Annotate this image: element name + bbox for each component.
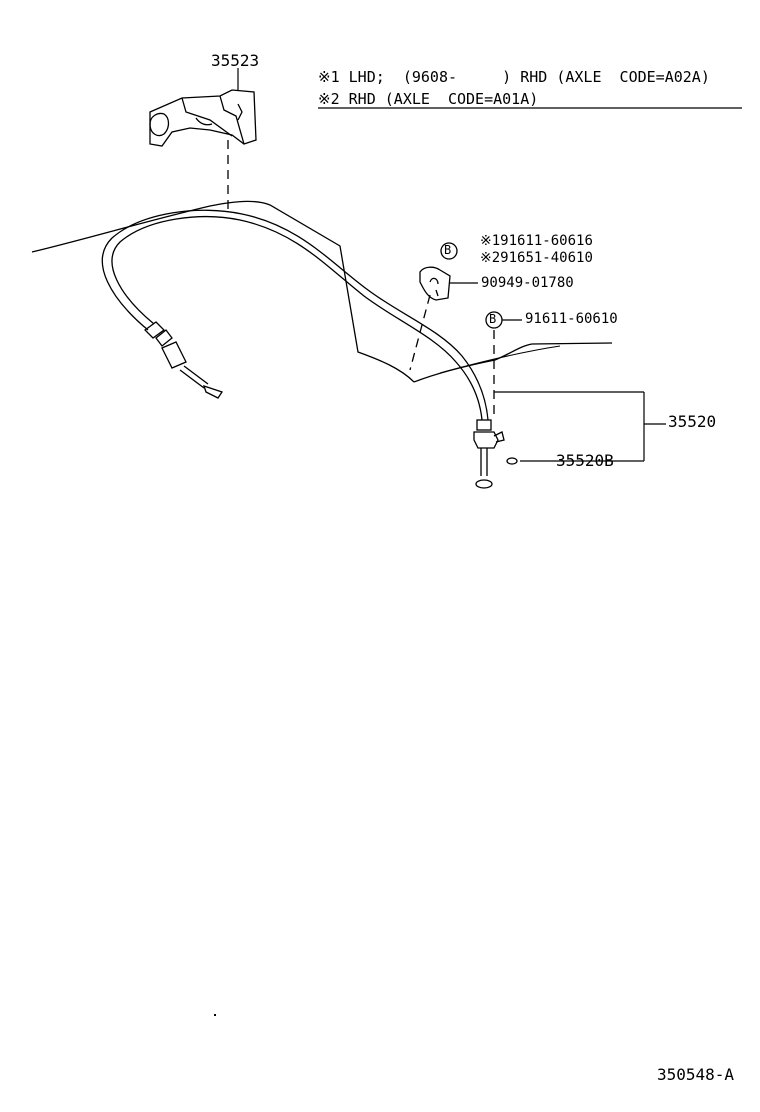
grommet-35520B bbox=[506, 457, 518, 465]
bracket-35523-drawing bbox=[149, 89, 257, 147]
floor-panel-outline bbox=[31, 200, 613, 383]
cable-end-left bbox=[144, 321, 224, 399]
bolt-symbol-letter-clip: B bbox=[444, 243, 452, 257]
part-label-clamp: 90949-01780 bbox=[481, 275, 574, 291]
note-line-1: ※1 LHD; (9608- ) RHD (AXLE CODE=A02A) bbox=[318, 68, 710, 86]
bolt-symbol-clip bbox=[440, 242, 458, 260]
brake-cable bbox=[101, 209, 489, 421]
figure-id: 350548-A bbox=[657, 1065, 735, 1084]
part-label-clip-1: ※191611-60616 bbox=[480, 233, 593, 249]
stray-dot bbox=[214, 1014, 216, 1016]
part-label-35520B: 35520B bbox=[556, 451, 614, 470]
bolt-symbol-bolt bbox=[485, 311, 503, 329]
cable-end-right bbox=[473, 419, 518, 489]
part-label-35520: 35520 bbox=[668, 412, 717, 431]
clamp-90949-01780-drawing bbox=[419, 266, 451, 301]
part-label-35523: 35523 bbox=[211, 51, 260, 70]
part-label-bolt: 91611-60610 bbox=[525, 311, 618, 327]
note-line-2: ※2 RHD (AXLE CODE=A01A) bbox=[318, 90, 539, 108]
part-label-clip-2: ※291651-40610 bbox=[480, 250, 593, 266]
bolt-symbol-letter-bolt: B bbox=[489, 312, 497, 326]
leader-lines bbox=[237, 68, 742, 462]
alignment-dashes bbox=[227, 140, 495, 420]
